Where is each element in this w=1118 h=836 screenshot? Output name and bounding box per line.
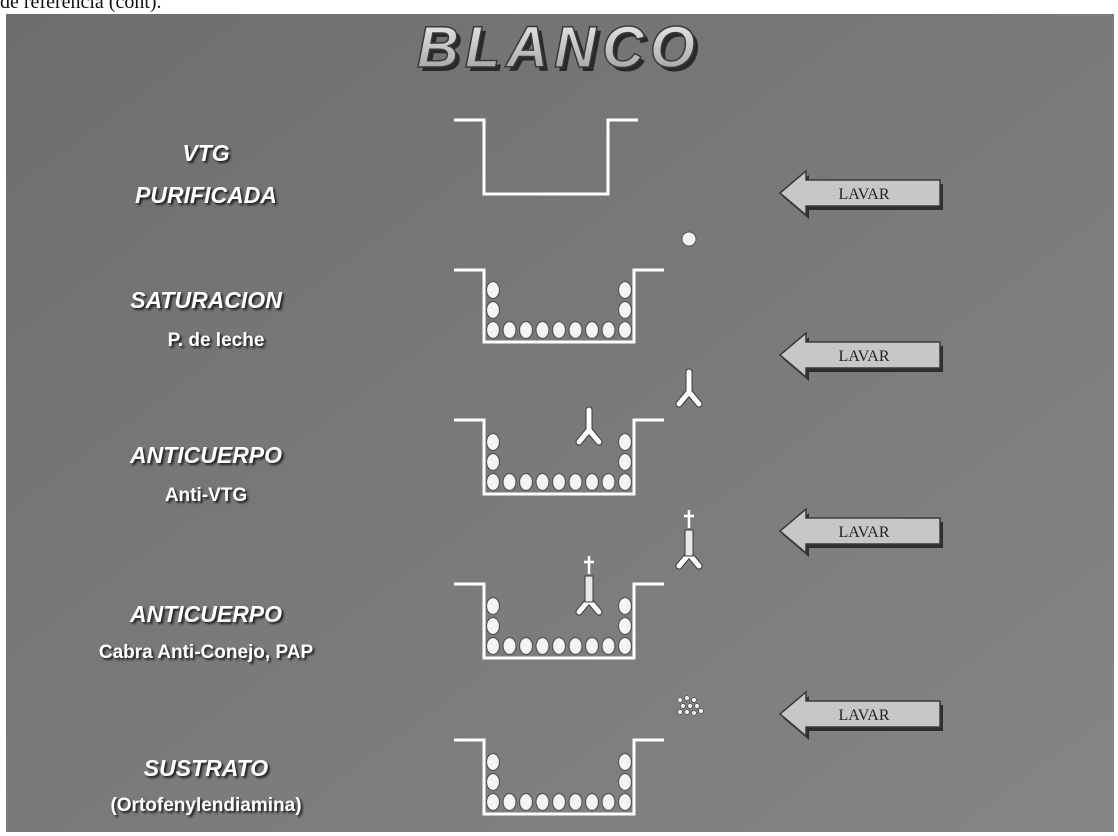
substrate-particle xyxy=(680,703,686,709)
substrate-particle xyxy=(694,703,700,709)
coating-bead xyxy=(617,636,633,656)
substrate-particle xyxy=(687,703,693,709)
coating-bead xyxy=(485,280,501,300)
step-5-name: SUSTRATO xyxy=(143,755,269,781)
step-4-sub: Cabra Anti-Conejo, PAP xyxy=(98,642,314,663)
title-text: BLANCO xyxy=(417,16,701,80)
coating-bead xyxy=(485,596,501,616)
step-1-name: VTG xyxy=(182,140,230,166)
svg-text:BLANCO: BLANCO xyxy=(421,19,705,84)
title-blanco: BLANCO BLANCO xyxy=(416,16,705,84)
coating-bead xyxy=(584,320,600,340)
coating-bead xyxy=(551,320,567,340)
coating-bead xyxy=(568,792,583,812)
coating-bead xyxy=(551,636,567,656)
coating-bead xyxy=(584,636,600,656)
free-protein-dot xyxy=(681,231,697,247)
coating-bead xyxy=(617,792,633,812)
coating-bead xyxy=(568,636,583,656)
free-secondary-antibody-pap xyxy=(675,510,703,570)
coating-bead xyxy=(518,320,534,340)
substrate-particle xyxy=(691,710,697,716)
coating-bead xyxy=(485,432,501,452)
coating-bead xyxy=(502,792,517,812)
coating-bead xyxy=(584,792,600,812)
substrate-particle xyxy=(691,697,697,703)
wash-arrow-1: LAVAR xyxy=(778,169,943,219)
step-3-name: ANTICUERPO xyxy=(129,442,283,468)
coating-bead xyxy=(502,320,517,340)
coating-bead xyxy=(518,792,534,812)
coating-bead xyxy=(551,472,567,492)
coating-bead xyxy=(568,472,583,492)
coating-bead xyxy=(485,320,501,340)
coating-bead xyxy=(485,452,501,472)
coating-bead xyxy=(551,792,567,812)
coating-bead xyxy=(485,616,501,636)
coating-bead xyxy=(485,636,501,656)
coating-bead xyxy=(485,752,501,772)
step-2-name: SATURACION xyxy=(130,287,282,313)
coating-bead xyxy=(601,792,616,812)
coating-bead xyxy=(601,320,616,340)
coating-bead xyxy=(485,792,501,812)
coating-bead xyxy=(502,636,517,656)
wash-label: LAVAR xyxy=(839,348,890,365)
step-2-sub: P. de leche xyxy=(167,330,265,351)
wash-label: LAVAR xyxy=(839,524,890,541)
bound-primary-antibody xyxy=(575,406,603,446)
coating-bead xyxy=(617,596,633,616)
well-1 xyxy=(454,118,638,196)
coating-bead xyxy=(485,472,501,492)
coating-bead xyxy=(535,320,550,340)
step-1-sub: PURIFICADA xyxy=(135,182,277,208)
coating-bead xyxy=(617,300,633,320)
coating-bead xyxy=(518,472,534,492)
coating-bead xyxy=(617,320,633,340)
well-5 xyxy=(454,738,664,816)
elisa-diagram: LAVAR LAVAR LAVAR LAVAR xyxy=(454,118,943,816)
wash-label: LAVAR xyxy=(839,707,890,724)
substrate-particle xyxy=(677,697,683,703)
substrate-particle xyxy=(684,709,690,715)
well-2 xyxy=(454,268,664,344)
coating-bead xyxy=(617,432,633,452)
coating-bead xyxy=(617,472,633,492)
header-fragment: de referencia (cont). xyxy=(0,0,162,13)
well-4 xyxy=(454,582,664,660)
coating-bead xyxy=(617,616,633,636)
coating-bead xyxy=(535,636,550,656)
wash-arrow-3: LAVAR xyxy=(778,507,943,557)
diagram-panel: BLANCO BLANCO VTG PURIFICADA SATURACION … xyxy=(6,14,1114,832)
step-3-sub: Anti-VTG xyxy=(164,485,248,506)
wash-arrow-2: LAVAR xyxy=(778,331,943,381)
coating-bead xyxy=(535,792,550,812)
substrate-particle xyxy=(698,708,704,714)
well-3 xyxy=(454,418,664,496)
step-5-sub: (Ortofenylendiamina) xyxy=(110,795,302,816)
step-4-name: ANTICUERPO xyxy=(129,601,283,627)
coating-bead xyxy=(485,300,501,320)
coating-bead xyxy=(518,636,534,656)
panel-background xyxy=(6,14,1114,832)
coating-bead xyxy=(485,772,501,792)
coating-bead xyxy=(617,452,633,472)
substrate-particle xyxy=(684,695,690,701)
coating-bead xyxy=(601,636,616,656)
coating-bead xyxy=(502,472,517,492)
free-primary-antibody xyxy=(675,368,703,408)
coating-bead xyxy=(535,472,550,492)
coating-bead xyxy=(584,472,600,492)
coating-bead xyxy=(617,280,633,300)
bound-secondary-antibody-pap xyxy=(575,556,603,616)
coating-bead xyxy=(617,752,633,772)
wash-arrow-4: LAVAR xyxy=(778,690,943,740)
substrate-particle xyxy=(677,709,683,715)
coating-bead xyxy=(617,772,633,792)
coating-bead xyxy=(601,472,616,492)
coating-bead xyxy=(568,320,583,340)
wash-label: LAVAR xyxy=(839,186,890,203)
